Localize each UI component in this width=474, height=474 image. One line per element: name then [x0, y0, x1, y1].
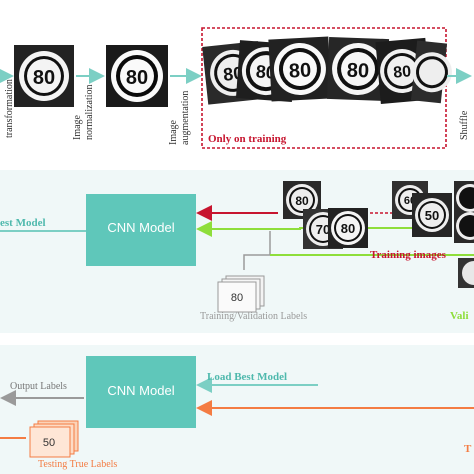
- sign-number: 80: [33, 67, 55, 89]
- sign-number: 80: [288, 59, 311, 82]
- true-labels-number: 50: [43, 437, 55, 449]
- validation-sign: [458, 258, 474, 288]
- training-sign-5: 50: [412, 193, 452, 237]
- sign-number: 70: [316, 222, 330, 237]
- sign-number: 80: [341, 221, 355, 236]
- training-sign-1: 80: [283, 181, 321, 219]
- cnn-model-label: CNN Model: [107, 220, 174, 235]
- testing-true-labels-caption: Testing True Labels: [38, 459, 117, 470]
- preprocessing-panel: transformation 80 Image normalization 80…: [0, 0, 474, 160]
- training-labels-stack: 80: [217, 275, 265, 313]
- step-augmentation-label: Image augmentation: [168, 91, 191, 145]
- training-images-label: Training images: [370, 249, 447, 261]
- sign-normalized: 80: [106, 45, 168, 107]
- output-labels-label: Output Labels: [10, 381, 67, 392]
- testing-panel: CNN Model Load Best Model Output Labels …: [0, 345, 474, 474]
- right-edge-fragment: T: [464, 443, 472, 455]
- augmented-signs: 80 80 80 80 80: [202, 36, 452, 105]
- cnn-model-box: [86, 194, 196, 266]
- training-panel: est Model CNN Model 80 70 80 60: [0, 170, 474, 333]
- step-normalization-label: Image normalization: [72, 84, 95, 140]
- sign-number: 50: [425, 208, 439, 223]
- aug-sign-6: [410, 40, 452, 104]
- only-on-training-label: Only on training: [208, 133, 287, 145]
- training-labels-caption: Training/Validation Labels: [200, 311, 307, 322]
- labels-number: 80: [231, 292, 243, 304]
- training-sign-3: 80: [328, 208, 368, 248]
- sign-number: 80: [346, 60, 369, 83]
- sign-number: 80: [295, 194, 309, 208]
- validation-label: Vali: [450, 310, 469, 322]
- labels-connector: [243, 231, 271, 270]
- training-sign-6: [454, 181, 474, 243]
- sign-number: 80: [126, 67, 148, 89]
- aug-sign-4: 80: [326, 36, 390, 102]
- training-only-box: [201, 27, 447, 149]
- cnn-model-box-test: [86, 356, 196, 428]
- step-transformation-label: transformation: [4, 79, 15, 138]
- step-shuffle-label: Shuffle: [459, 110, 470, 140]
- sign-number: 80: [393, 63, 412, 81]
- cnn-model-label-test: CNN Model: [107, 383, 174, 398]
- load-best-model-label: Load Best Model: [207, 371, 287, 383]
- testing-true-labels-stack: 50: [29, 420, 79, 458]
- aug-sign-3: 80: [268, 36, 332, 102]
- sign-original: 80: [14, 45, 74, 107]
- best-model-label: est Model: [0, 217, 46, 229]
